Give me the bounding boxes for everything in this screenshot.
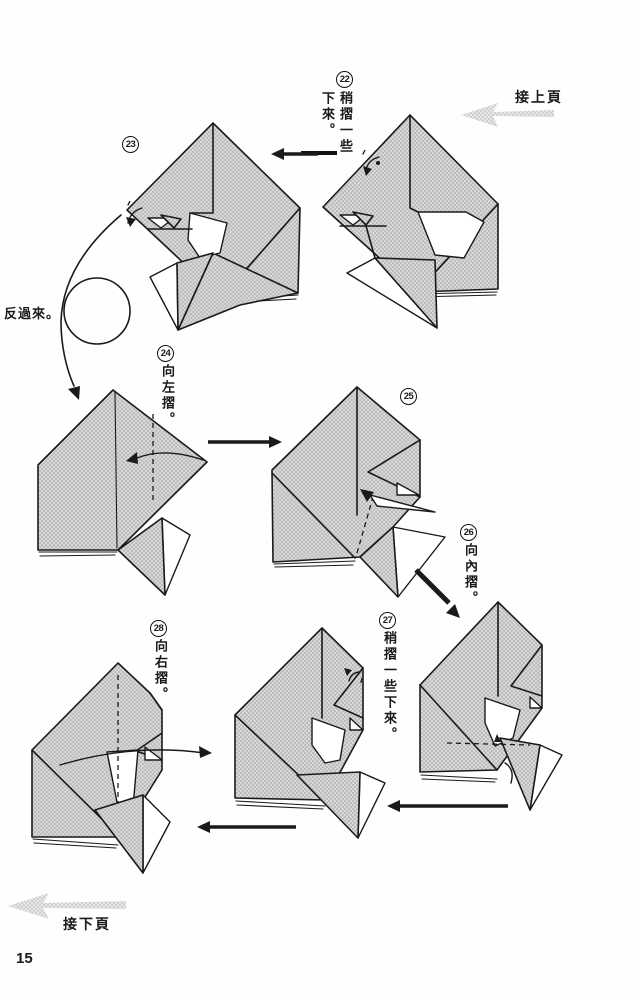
step-22-badge: 22 bbox=[336, 71, 353, 88]
arrow-26-to-27 bbox=[387, 800, 508, 812]
step-26-badge: 26 bbox=[460, 524, 477, 541]
step-25-number: 25 bbox=[403, 391, 414, 402]
step-25-badge: 25 bbox=[400, 388, 417, 405]
diagram-step-23 bbox=[125, 122, 301, 331]
next-page-arrow-icon bbox=[8, 893, 126, 919]
diagram-step-25 bbox=[271, 386, 446, 598]
diagram-step-27 bbox=[234, 627, 386, 839]
step-28-instruction: 向右摺。 bbox=[153, 639, 168, 703]
flip-note: 反過來。 bbox=[4, 306, 61, 321]
arrow-22-to-23 bbox=[271, 148, 318, 160]
diagram-step-24 bbox=[37, 389, 208, 596]
nav-next-label: 接下頁 bbox=[63, 916, 111, 932]
step-27-number: 27 bbox=[382, 615, 393, 626]
diagram-step-22 bbox=[322, 114, 499, 329]
step-26-number: 26 bbox=[463, 527, 474, 538]
diagram-step-28 bbox=[31, 662, 212, 874]
step-24-instruction: 向左摺。 bbox=[160, 364, 175, 428]
step-28-badge: 28 bbox=[150, 620, 167, 637]
step-23-badge: 23 bbox=[122, 136, 139, 153]
arrow-27-to-28 bbox=[197, 821, 296, 833]
arrow-24-to-25 bbox=[208, 436, 282, 448]
page-number: 15 bbox=[16, 950, 33, 967]
step-26-instruction: 向內摺。 bbox=[463, 543, 478, 607]
step-27-badge: 27 bbox=[379, 612, 396, 629]
step-28-number: 28 bbox=[153, 623, 164, 634]
step-27-instruction: 稍摺一些下來。 bbox=[382, 631, 397, 743]
turn-over-icon bbox=[60, 214, 131, 400]
step-22-instruction: 稍摺一些下來。 bbox=[320, 91, 353, 155]
fold-level-mark bbox=[301, 151, 337, 155]
diagram-step-26 bbox=[419, 601, 563, 811]
step-24-badge: 24 bbox=[157, 345, 174, 362]
arrow-25-to-26 bbox=[414, 568, 460, 618]
nav-prev-label: 接上頁 bbox=[515, 89, 563, 105]
step-23-number: 23 bbox=[125, 139, 136, 150]
step-22-number: 22 bbox=[339, 74, 350, 85]
step-24-number: 24 bbox=[160, 348, 171, 359]
prev-page-arrow-icon bbox=[461, 103, 554, 127]
